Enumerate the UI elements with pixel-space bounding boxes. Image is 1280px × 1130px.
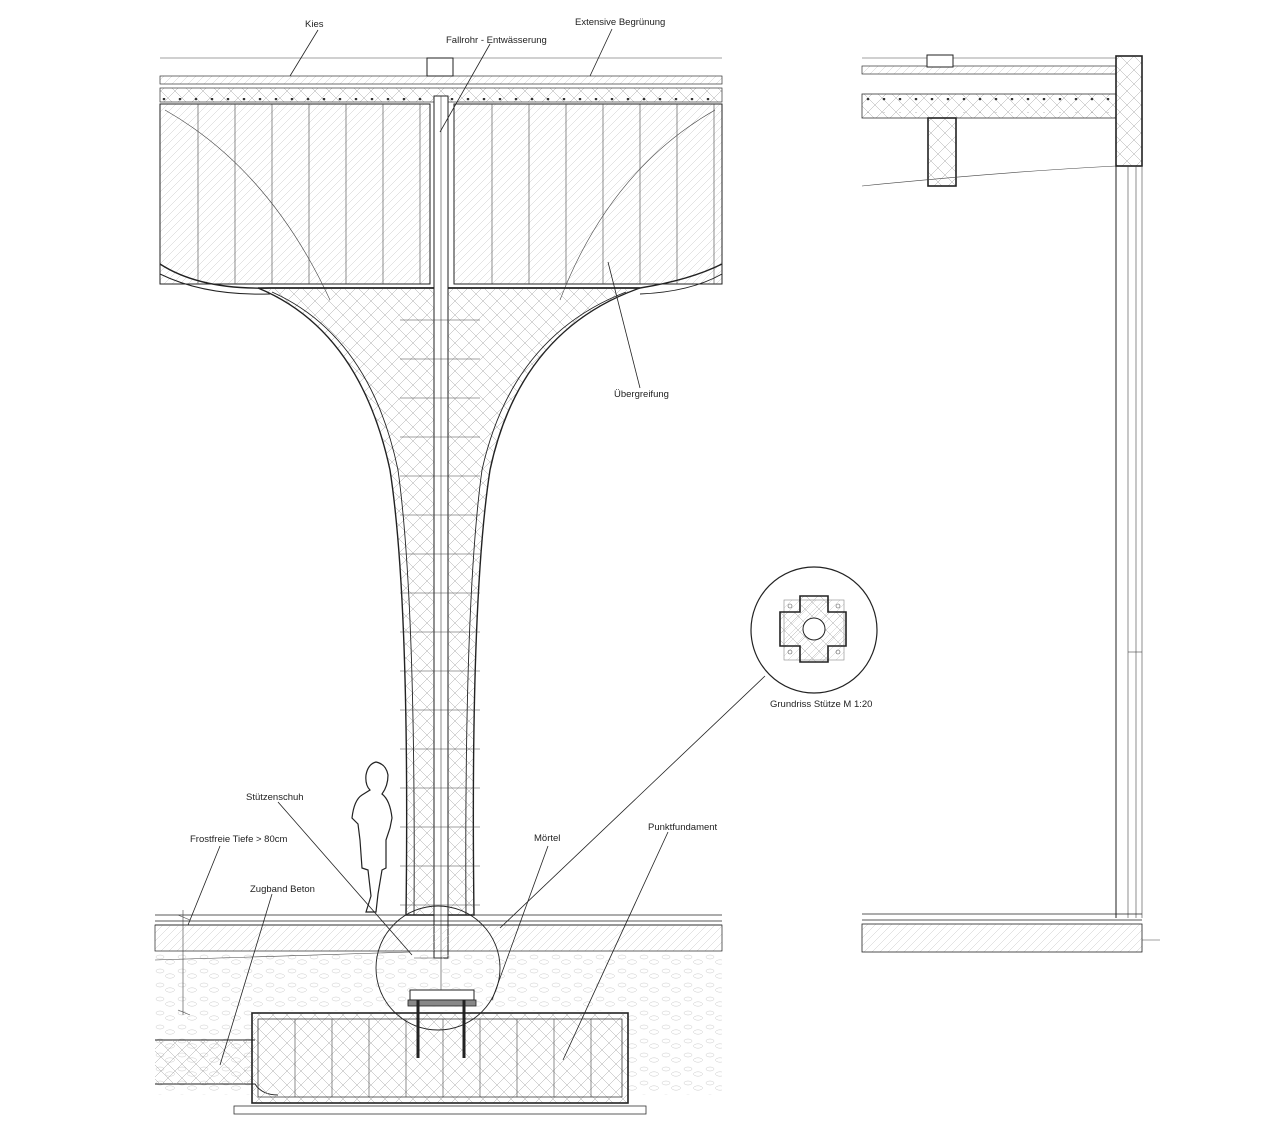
person-silhouette	[351, 761, 393, 913]
label-frostfreie-tiefe: Frostfreie Tiefe > 80cm	[190, 834, 287, 845]
label-extensive-begruenung: Extensive Begrünung	[575, 17, 665, 28]
label-punktfundament: Punktfundament	[648, 822, 718, 833]
label-grundriss-stuetze: Grundriss Stütze M 1:20	[770, 699, 872, 710]
label-fallrohr: Fallrohr - Entwässerung	[446, 35, 547, 46]
column-shoe	[407, 957, 477, 1058]
label-uebergreifung: Übergreifung	[614, 389, 669, 400]
roof-structure	[159, 57, 723, 301]
label-stuetzenschuh: Stützenschuh	[246, 792, 304, 803]
point-foundation	[233, 1012, 647, 1115]
label-moertel: Mörtel	[534, 833, 560, 844]
label-kies: Kies	[305, 19, 324, 30]
label-zugband-beton: Zugband Beton	[250, 884, 315, 895]
leader-lines	[187, 28, 766, 1066]
frost-depth-dimension	[177, 910, 191, 1016]
ground-slab	[154, 914, 723, 1096]
column-plan-detail	[750, 566, 878, 694]
elevation-view	[861, 54, 1160, 953]
detail-circle	[375, 905, 501, 1031]
